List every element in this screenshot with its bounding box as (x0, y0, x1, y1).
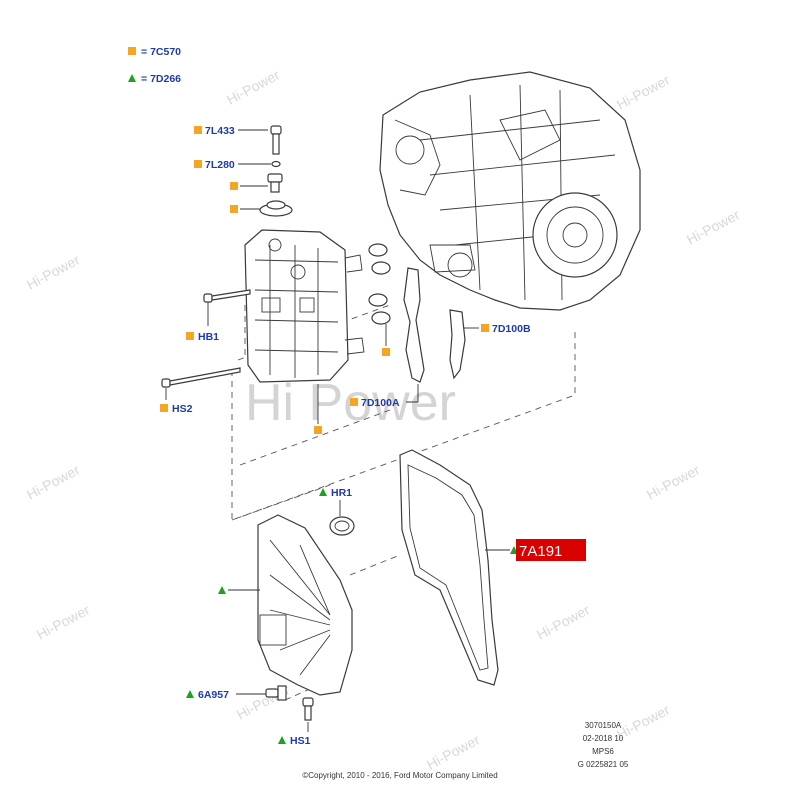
svg-text:HR1: HR1 (331, 487, 352, 499)
bolt-hb1 (203, 289, 251, 303)
square-marker-icon (481, 324, 489, 332)
watermark-small: Hi-Power (224, 66, 283, 107)
square-marker-icon (194, 160, 202, 168)
square-marker-icon (314, 426, 322, 434)
triangle-marker-icon (278, 736, 286, 744)
svg-text:7D100B: 7D100B (492, 323, 531, 335)
housing-flange (532, 192, 618, 278)
label-square-valvebody (314, 384, 322, 434)
svg-text:HS2: HS2 (172, 403, 193, 415)
label-hs1: HS1 (278, 722, 311, 747)
copyright-text: ©Copyright, 2010 - 2016, Ford Motor Comp… (302, 771, 497, 780)
stud-7l280 (267, 173, 283, 193)
diagram-metadata: 3070150A 02-2018 10 MPS6 G 0225821 05 (578, 721, 629, 769)
triangle-marker-icon (319, 488, 327, 496)
label-7d100a: 7D100A (350, 384, 419, 409)
triangle-marker-icon (128, 74, 136, 82)
label-square-stud (230, 182, 268, 190)
gasket-7d100a (403, 267, 425, 383)
watermark-small: Hi-Power (614, 71, 673, 112)
square-marker-icon (382, 348, 390, 356)
watermark-small: Hi-Power (684, 206, 743, 247)
bolt-7l433 (270, 125, 282, 155)
svg-text:7A191: 7A191 (519, 543, 562, 560)
label-triangle-pan (218, 586, 260, 594)
label-square-orings (382, 324, 390, 356)
seal-cap (259, 200, 293, 217)
label-7l280: 7L280 (194, 159, 271, 171)
svg-text:7D100A: 7D100A (361, 397, 400, 409)
legend-code: = 7D266 (141, 73, 181, 85)
legend-item-square: = 7C570 (128, 46, 181, 58)
watermark-small: Hi-Power (24, 251, 83, 292)
label-hb1: HB1 (186, 302, 219, 343)
bolt-hs1 (302, 697, 314, 721)
watermark-small: Hi-Power (424, 731, 483, 772)
triangle-marker-icon (186, 690, 194, 698)
label-square-cap (230, 205, 260, 213)
square-marker-icon (350, 398, 358, 406)
label-6a957: 6A957 (186, 689, 266, 701)
legend-item-triangle: = 7D266 (128, 73, 181, 85)
transmission-housing (379, 71, 641, 311)
svg-text:HS1: HS1 (290, 735, 311, 747)
highlight-badge (516, 539, 586, 561)
valve-body (244, 229, 365, 383)
svg-text:7L433: 7L433 (205, 125, 235, 137)
watermark-small: Hi-Power (644, 461, 703, 502)
drain-plug-6a957 (265, 685, 287, 701)
svg-text:7L280: 7L280 (205, 159, 235, 171)
legend: = 7C570 = 7D266 (128, 46, 181, 85)
seal-ring-hr1 (329, 516, 355, 536)
square-marker-icon (128, 47, 136, 55)
svg-text:02-2018 10: 02-2018 10 (583, 734, 624, 743)
label-7l433: 7L433 (194, 125, 268, 137)
svg-text:MPS6: MPS6 (592, 747, 614, 756)
oil-pan (257, 514, 353, 696)
square-marker-icon (186, 332, 194, 340)
label-hr1: HR1 (319, 487, 352, 516)
square-marker-icon (194, 126, 202, 134)
svg-text:HB1: HB1 (198, 331, 219, 343)
watermark-small: Hi-Power (24, 461, 83, 502)
label-hs2: HS2 (160, 388, 193, 415)
svg-text:6A957: 6A957 (198, 689, 229, 701)
triangle-marker-icon (218, 586, 226, 594)
label-7d100b: 7D100B (464, 323, 531, 335)
watermark-small: Hi-Power (34, 601, 93, 642)
legend-code: = 7C570 (141, 46, 181, 58)
square-marker-icon (160, 404, 168, 412)
square-marker-icon (230, 205, 238, 213)
bolt-hs2 (161, 367, 241, 388)
washer (271, 160, 281, 168)
o-rings (368, 243, 391, 325)
svg-text:G 0225821 05: G 0225821 05 (578, 760, 629, 769)
square-marker-icon (230, 182, 238, 190)
svg-text:3070150A: 3070150A (585, 721, 622, 730)
oil-pan-gasket-7a191 (399, 449, 499, 686)
gasket-7d100b (449, 309, 466, 380)
watermark-small: Hi-Power (534, 601, 593, 642)
callout-7a191: 7A191 (485, 539, 586, 561)
